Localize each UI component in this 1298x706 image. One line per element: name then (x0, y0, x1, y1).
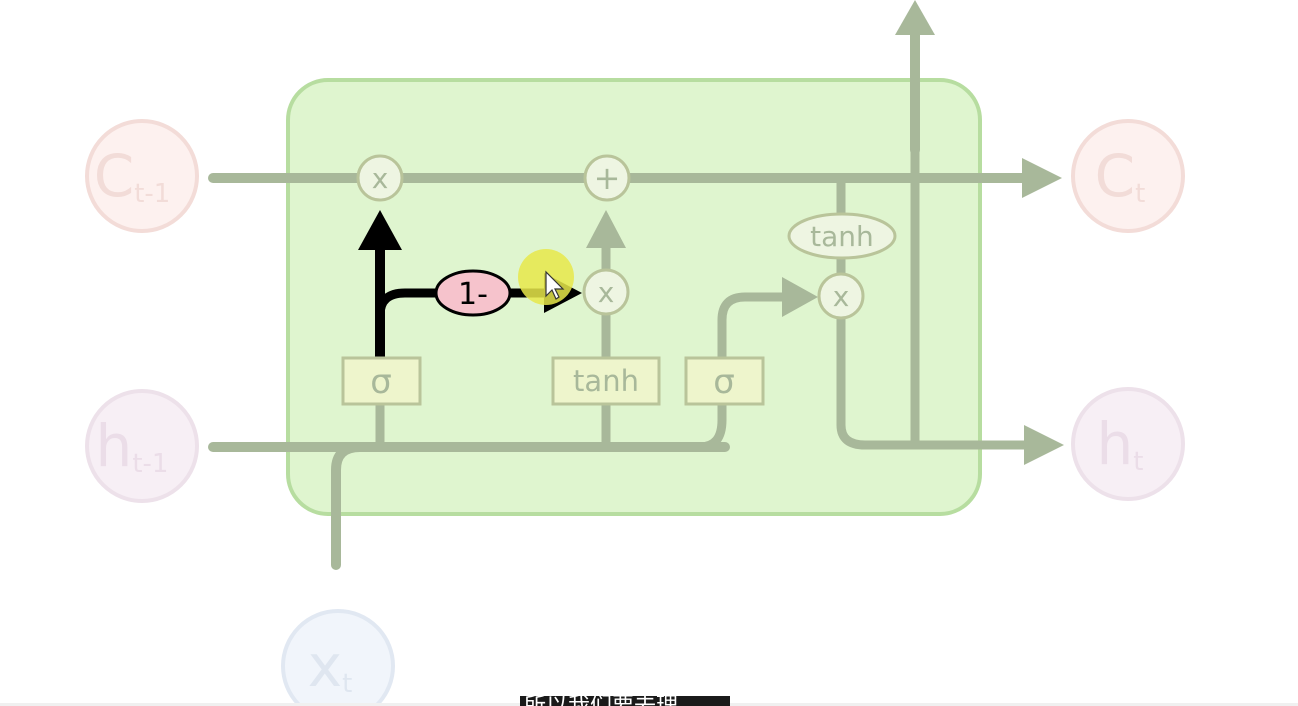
output-to-ht-path (836, 317, 1030, 450)
output-tanh-operator: tanh (787, 212, 897, 260)
subtitle-caption: 所以我们要去理 (520, 696, 730, 706)
output-gate-path (699, 403, 727, 452)
top-output-arrowhead (895, 0, 935, 35)
c-t-node: Ct (1071, 119, 1185, 233)
output-sigma-arrowhead (782, 277, 818, 317)
subtitle-text: 所以我们要去理 (524, 696, 678, 706)
output-sigma-to-mult (717, 292, 790, 358)
branch-to-one-minus (375, 288, 440, 316)
svg-text:Ct-1: Ct-1 (94, 142, 171, 210)
svg-text:1-: 1- (458, 277, 488, 312)
lstm-cell-box (286, 78, 982, 516)
svg-text:xt: xt (308, 632, 353, 700)
x-input-line (331, 442, 365, 570)
svg-text:ht-1: ht-1 (96, 412, 169, 480)
forget-multiply-operator: x (356, 154, 404, 202)
sigma-gate-1: σ (341, 356, 422, 406)
svg-text:Ct: Ct (1095, 142, 1146, 210)
svg-text:x: x (833, 280, 850, 313)
mouse-pointer-icon (545, 270, 565, 300)
mult-to-add-arrowhead (586, 210, 626, 248)
svg-text:σ: σ (713, 362, 735, 402)
svg-text:σ: σ (370, 362, 392, 402)
sigma-to-forget-arrowhead (358, 210, 402, 250)
svg-text:+: + (594, 159, 621, 197)
x-t-node: xt (281, 609, 395, 706)
svg-text:tanh: tanh (573, 364, 639, 398)
h-t-node: ht (1071, 387, 1185, 501)
cell-add-operator: + (583, 154, 631, 202)
output-multiply-operator: x (817, 272, 865, 320)
svg-text:tanh: tanh (810, 220, 874, 253)
one-minus-operator: 1- (434, 269, 512, 317)
sigma-gate-2: σ (684, 356, 765, 406)
cell-state-arrowhead (1022, 158, 1062, 198)
svg-text:ht: ht (1097, 410, 1144, 478)
svg-text:x: x (598, 276, 615, 309)
tanh-gate: tanh (551, 356, 661, 406)
c-prev-node: Ct-1 (85, 119, 199, 233)
input-multiply-operator: x (582, 268, 630, 316)
h-prev-node: ht-1 (85, 389, 199, 503)
ht-arrowhead (1024, 425, 1064, 465)
svg-text:x: x (372, 162, 389, 195)
